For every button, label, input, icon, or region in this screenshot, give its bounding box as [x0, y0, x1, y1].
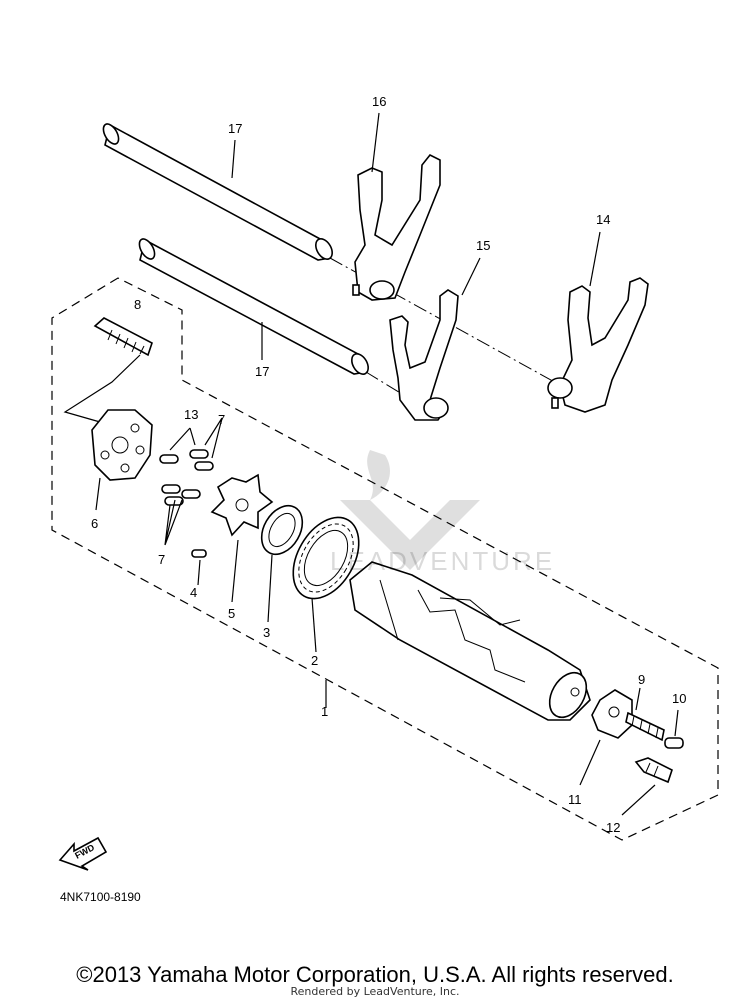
callout-4: 4 — [190, 585, 197, 600]
callout-9: 9 — [638, 672, 645, 687]
callout-6: 6 — [91, 516, 98, 531]
callout-11: 11 — [568, 792, 582, 807]
shift-drum-1[interactable] — [349, 561, 594, 724]
callout-10: 10 — [672, 691, 686, 706]
callout-12: 12 — [606, 820, 620, 835]
screw-9[interactable] — [625, 711, 665, 742]
copyright-notice: ©2013 Yamaha Motor Corporation, U.S.A. A… — [76, 962, 674, 987]
screw-8[interactable] — [93, 317, 153, 357]
callout-15: 15 — [476, 238, 490, 253]
callout-13: 13 — [184, 407, 198, 422]
circlip-3[interactable] — [253, 498, 310, 561]
shift-fork-guide-bar-lower[interactable] — [136, 236, 371, 377]
callout-7-left: 7 — [158, 552, 165, 567]
callout-2: 2 — [311, 653, 318, 668]
shift-fork-guide-bar-upper[interactable] — [100, 121, 335, 262]
callout-1: 1 — [321, 704, 328, 719]
callout-17-lower: 17 — [255, 364, 269, 379]
watermark-logo — [340, 450, 480, 570]
callout-3: 3 — [263, 625, 270, 640]
diagram-code: 4NK7100-8190 — [60, 890, 141, 904]
stopper-lever-11[interactable] — [591, 689, 633, 739]
callout-8: 8 — [134, 297, 141, 312]
segment-6[interactable] — [91, 409, 153, 481]
callout-14: 14 — [596, 212, 610, 227]
callout-17-upper: 17 — [228, 121, 242, 136]
screw-12[interactable] — [634, 757, 673, 784]
callout-5: 5 — [228, 606, 235, 621]
callout-7-right: 7 — [218, 412, 225, 427]
shift-fork-15[interactable] — [389, 289, 459, 421]
pin-10[interactable] — [664, 737, 684, 749]
watermark-text: LEADVENTURE — [330, 546, 556, 576]
dowel-pins[interactable] — [159, 449, 214, 506]
forward-arrow-icon: FWD — [58, 836, 108, 871]
shift-fork-16[interactable] — [352, 153, 441, 301]
rendered-by-credit: Rendered by LeadVenture, Inc. — [290, 985, 460, 998]
pin-4[interactable] — [191, 549, 207, 558]
callout-16: 16 — [372, 94, 386, 109]
shift-fork-14[interactable] — [547, 277, 649, 413]
bearing-2[interactable] — [280, 506, 372, 610]
segment-5[interactable] — [210, 473, 274, 537]
